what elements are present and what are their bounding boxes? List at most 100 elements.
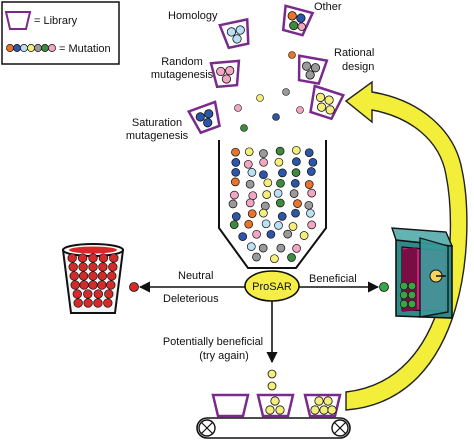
- funnel-mutation-dot: [231, 147, 240, 157]
- trash-red-ball: [72, 289, 82, 299]
- funnel-mutation-dot: [307, 220, 317, 230]
- funnel-mutation-dot: [245, 198, 255, 208]
- library-homology: [218, 17, 250, 50]
- funnel-mutation-dot: [231, 212, 241, 221]
- trash-red-ball: [88, 280, 98, 290]
- funnel-mutation-dot: [274, 221, 283, 230]
- legend-mutation-dot: [13, 44, 21, 52]
- funnel-mutation-dot: [291, 145, 301, 155]
- funnel-mutation-dot: [248, 191, 258, 201]
- trash-red-ball: [104, 289, 114, 299]
- funnel-mutation-dot: [306, 167, 316, 176]
- trash-red-ball: [97, 280, 107, 290]
- outcome-beneficial-label: Beneficial: [309, 273, 357, 285]
- trash-red-ball: [109, 253, 119, 263]
- funnel-mutation-dot: [259, 157, 268, 167]
- trash-red-ball: [93, 298, 103, 308]
- funnel-mutation-dot: [307, 188, 317, 198]
- vault-green-ball: [407, 290, 417, 300]
- trash-red-ball: [88, 271, 98, 281]
- vault-green-ball: [399, 281, 409, 291]
- trash-red-ball: [83, 289, 93, 299]
- trash-red-ball: [103, 298, 113, 308]
- funnel-mutation-dot: [259, 208, 268, 218]
- neutral-mutation-dot: [129, 282, 139, 292]
- funnel-mutation-dot: [304, 200, 314, 210]
- source-saturation-label-2: mutagenesis: [126, 130, 189, 142]
- trash-red-ball: [97, 271, 108, 281]
- funnel-mutation-dot: [275, 146, 285, 156]
- source-random-label-2: mutagenesis: [151, 69, 214, 81]
- funnel-mutation-dot: [291, 208, 300, 218]
- funnel-mutation-dot: [299, 231, 309, 240]
- funnel-mutations: [228, 145, 318, 264]
- outcome-deleterious-label: Deleterious: [163, 293, 219, 305]
- library-beneficial-return: [309, 84, 346, 121]
- funnel-mutation-dot: [259, 170, 268, 180]
- vault-green-ball: [407, 299, 417, 309]
- source-homology-label: Homology: [168, 10, 218, 22]
- legend-mutation-dot: [20, 44, 28, 52]
- funnel-mutation-dot: [246, 242, 256, 251]
- vault-green-ball: [399, 290, 409, 300]
- funnel-mutation-dot: [292, 157, 301, 166]
- funnel-mutation-dot: [293, 199, 302, 208]
- trash-red-ball: [78, 271, 89, 281]
- conveyor-library-full: [303, 393, 342, 418]
- funnel-mutation-dot: [259, 149, 268, 158]
- conveyor-library-empty: [211, 393, 250, 418]
- funnel-mutation-dot: [304, 148, 314, 158]
- funnel-mutation-dot: [229, 220, 239, 230]
- library-saturation: [186, 100, 221, 135]
- funnel-mutation-dot: [273, 188, 283, 198]
- funnel-mutation-dot: [260, 201, 270, 211]
- trash-red-ball: [106, 280, 116, 290]
- funnel-mutation-dot: [308, 157, 318, 167]
- funnel-mutation-dot: [231, 167, 241, 177]
- funnel-mutation-dot: [306, 208, 315, 218]
- funnel-mutation-dot: [228, 199, 238, 209]
- funnel-mutation-dot: [287, 253, 296, 262]
- trash-red-ball: [93, 289, 103, 299]
- funnel-mutation-dot: [289, 189, 299, 198]
- falling-mutations: [234, 51, 304, 132]
- legend-library-icon: [4, 11, 32, 30]
- funnel-mutation-dot: [304, 180, 314, 189]
- funnel-mutation-dot: [283, 229, 293, 239]
- outcome-potential-label-2: (try again): [199, 350, 249, 362]
- prosar-label: ProSAR: [252, 281, 292, 293]
- conveyor-library-partial: [256, 393, 295, 418]
- trash-red-ball: [88, 262, 98, 272]
- trash-red-ball: [98, 262, 108, 272]
- funnel-mutation-dot: [230, 190, 239, 200]
- funnel-mutation-dot: [252, 229, 261, 239]
- source-other-label: Other: [314, 1, 342, 13]
- funnel-mutation-dot: [266, 229, 276, 239]
- legend-mutation-dot: [34, 44, 42, 52]
- funnel-mutation-dot: [276, 243, 286, 253]
- funnel-mutation-dot: [290, 178, 300, 188]
- funnel-mutation-dot: [262, 190, 272, 199]
- source-saturation-label-1: Saturation: [132, 117, 182, 129]
- outcome-potential-label-1: Potentially beneficial: [163, 336, 263, 348]
- conveyor-belt-icon: [196, 417, 351, 439]
- library-rational: [297, 54, 329, 85]
- funnel-mutation-dot: [245, 179, 255, 189]
- legend-mutation-dot: [48, 44, 56, 52]
- legend-mutation-dots: [6, 44, 56, 52]
- legend-mutation-dot: [6, 44, 14, 52]
- trash-red-ball: [83, 298, 93, 308]
- funnel-mutation-dot: [270, 254, 279, 264]
- funnel-mutation-dot: [247, 209, 257, 219]
- funnel-mutation-dot: [263, 178, 273, 188]
- legend-library-label: = Library: [34, 15, 78, 27]
- legend-mutation-dot: [27, 44, 35, 52]
- funnel-mutation-dot: [288, 222, 298, 231]
- funnel-mutation-dot: [244, 147, 254, 157]
- library-random: [209, 59, 241, 89]
- trash-red-ball: [67, 253, 77, 263]
- funnel-mutation-dot: [247, 168, 257, 177]
- source-rational-label-2: design: [342, 61, 374, 73]
- funnel-mutation-dot: [230, 177, 240, 187]
